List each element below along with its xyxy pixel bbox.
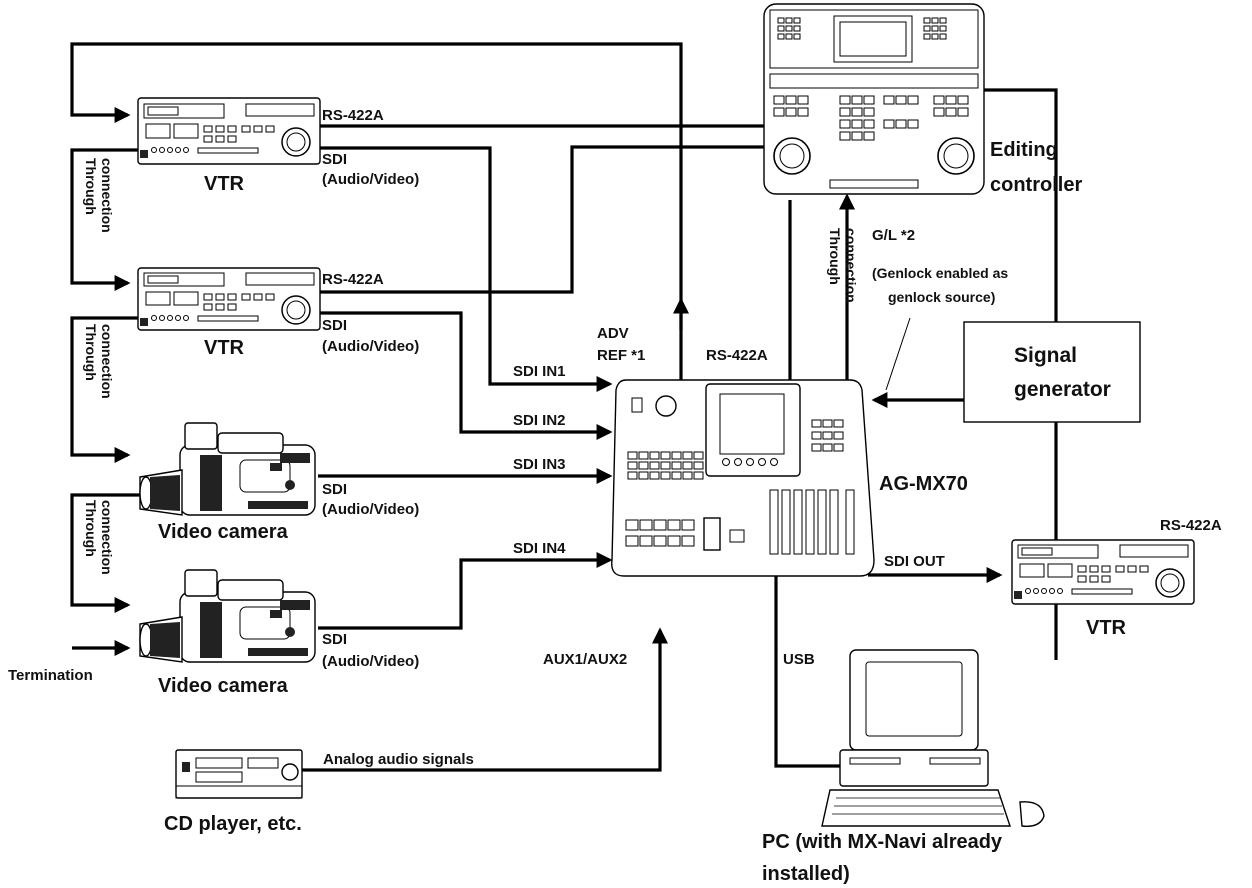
ref-label: REF *1 xyxy=(597,347,645,364)
adv-label: ADV xyxy=(597,325,629,342)
through-label-1b: connection xyxy=(99,158,115,233)
vtr-right-label: VTR xyxy=(1086,617,1127,639)
usb-label: USB xyxy=(783,651,815,668)
rs422a-center-label: RS-422A xyxy=(706,347,768,364)
sdi-in1-label: SDI IN1 xyxy=(513,363,566,380)
through-label-3b: connection xyxy=(99,500,115,575)
rs422a-wire-2 xyxy=(318,145,764,294)
vtr-mid-device xyxy=(137,267,321,331)
through-wire-3 xyxy=(70,493,140,613)
sdi-cam2-label: SDI xyxy=(322,631,347,648)
sdi-in2-wire xyxy=(318,311,613,440)
sdi-label-mid: SDI xyxy=(322,317,347,334)
audio-video-cam2-label: (Audio/Video) xyxy=(322,653,419,670)
through-label-ctrl-a: Through xyxy=(827,228,843,285)
genlock-label-b: genlock source) xyxy=(888,289,995,305)
signal-label-b: generator xyxy=(1014,378,1111,401)
aux-wire xyxy=(302,627,668,772)
rs422a-label-top: RS-422A xyxy=(322,107,384,124)
usb-wire xyxy=(774,565,842,768)
through-label-2a: Through xyxy=(83,324,99,381)
through-wire-1 xyxy=(70,148,140,291)
through-wire-2 xyxy=(70,316,140,463)
video-camera-1-label: Video camera xyxy=(158,521,289,543)
audio-video-label-top: (Audio/Video) xyxy=(322,171,419,188)
video-camera-1-device xyxy=(139,422,316,516)
pc-label-b: installed) xyxy=(762,863,850,885)
sdi-in4-wire xyxy=(318,552,613,630)
through-label-2b: connection xyxy=(99,324,115,399)
rs422a-label-mid: RS-422A xyxy=(322,271,384,288)
vtr-top-device xyxy=(137,97,321,165)
analog-audio-label: Analog audio signals xyxy=(323,751,474,768)
video-camera-2-device xyxy=(139,569,316,663)
sdi-out-label: SDI OUT xyxy=(884,553,945,570)
termination-label: Termination xyxy=(8,667,93,684)
signal-label-a: Signal xyxy=(1014,344,1077,367)
video-camera-2-label: Video camera xyxy=(158,675,289,697)
cd-player-device xyxy=(175,749,303,799)
sdi-in4-label: SDI IN4 xyxy=(513,540,566,557)
editing-controller-device xyxy=(763,3,985,195)
sdi-label-top: SDI xyxy=(322,151,347,168)
vtr-label-top: VTR xyxy=(204,173,245,195)
sdi-in1-wire xyxy=(318,146,613,392)
cd-player-label: CD player, etc. xyxy=(164,813,302,835)
editing-label-a: Editing xyxy=(990,139,1058,161)
sdi-cam1-label: SDI xyxy=(322,481,347,498)
rs422a-right-label: RS-422A xyxy=(1160,517,1222,534)
pc-device xyxy=(821,649,1045,827)
labels: RS-422A SDI (Audio/Video) VTR RS-422A SD… xyxy=(8,107,1222,885)
audio-video-cam1-label: (Audio/Video) xyxy=(322,501,419,518)
through-label-ctrl-b: connection xyxy=(843,228,859,303)
adv-ref-wire xyxy=(70,42,683,382)
ag-mx70-label: AG-MX70 xyxy=(879,473,968,495)
connection-wires xyxy=(70,42,1058,772)
sdi-in3-label: SDI IN3 xyxy=(513,456,566,473)
gl-label: G/L *2 xyxy=(872,227,915,244)
ag-mx70-device xyxy=(611,379,875,577)
signal-generator-device xyxy=(963,321,1141,423)
through-label-1a: Through xyxy=(83,158,99,215)
aux-label: AUX1/AUX2 xyxy=(543,651,627,668)
editing-label-b: controller xyxy=(990,174,1082,196)
genlock-leader xyxy=(885,317,911,391)
vtr-right-device xyxy=(1011,539,1195,605)
pc-label-a: PC (with MX-Navi already xyxy=(762,831,1003,853)
genlock-label-a: (Genlock enabled as xyxy=(872,265,1008,281)
vtr-label-mid: VTR xyxy=(204,337,245,359)
through-label-3a: Through xyxy=(83,500,99,557)
audio-video-label-mid: (Audio/Video) xyxy=(322,338,419,355)
sdi-in2-label: SDI IN2 xyxy=(513,412,566,429)
